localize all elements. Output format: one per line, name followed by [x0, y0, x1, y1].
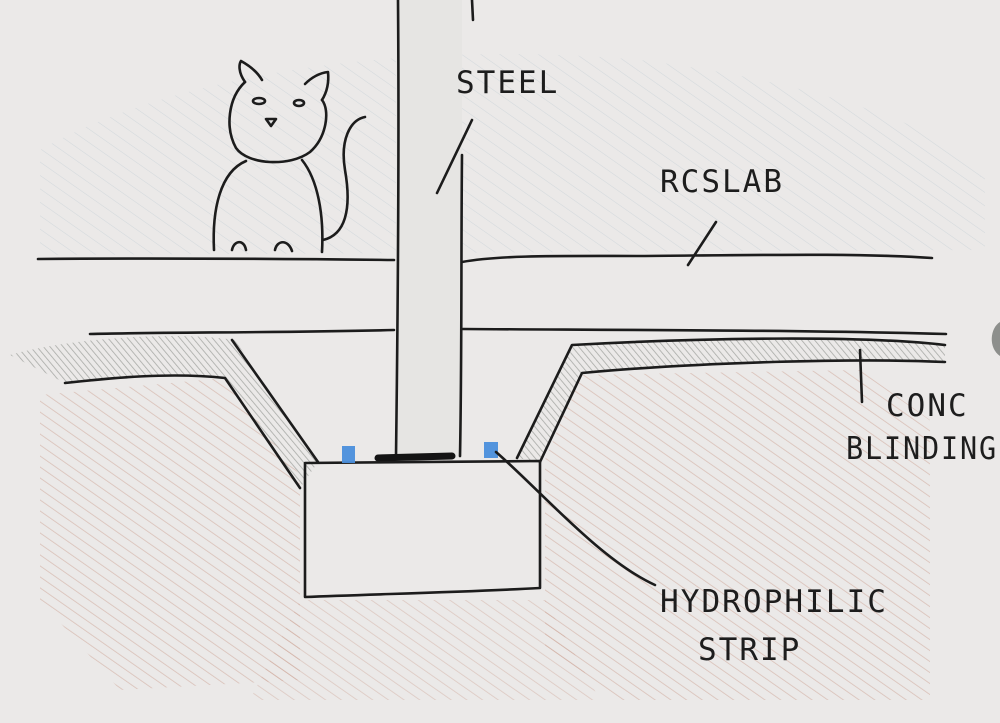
conc-label: CONC	[886, 388, 969, 424]
soil-hatching	[40, 378, 300, 690]
blinding-outline-right	[515, 337, 947, 460]
pad-foundation	[303, 459, 542, 599]
hydrophilic-strip-left	[342, 446, 355, 463]
blinding-outline-left	[63, 374, 302, 490]
background-shading	[40, 54, 985, 255]
rc-slab-leader-line	[686, 220, 718, 267]
rc-slab-top-line	[36, 257, 396, 262]
cat-doodle	[212, 59, 367, 254]
conc-blinding-leader-line	[858, 348, 864, 404]
steel-label: STEEL	[456, 65, 559, 101]
steel-column-top-edge	[470, 0, 475, 22]
soil-hatching-bottom	[250, 600, 600, 700]
hydrophilic-leader-line	[494, 450, 657, 587]
rc-slab-label: RCSLAB	[660, 164, 784, 200]
blinding-outline-right-inner	[538, 359, 947, 464]
hydrophilic-strip-right	[484, 442, 498, 458]
steel-base-plate	[374, 452, 456, 462]
rc-slab-bottom-line-right	[461, 327, 948, 336]
edge-tab	[991, 322, 1000, 356]
hydrophilic-label: HYDROPHILIC	[660, 584, 888, 620]
steel-leader-line	[435, 118, 474, 195]
rc-slab-top-line-right	[460, 253, 934, 264]
concrete-blinding-fill	[10, 335, 318, 488]
steel-column-right-edge	[458, 153, 464, 458]
rc-slab-bottom-line	[88, 328, 396, 336]
blinding-label: BLINDING	[846, 431, 998, 467]
blinding-outline-left-inner	[230, 338, 320, 464]
steel-column-fill	[396, 0, 462, 458]
soil-hatching-right	[545, 370, 930, 700]
steel-column-left-edge	[394, 0, 400, 458]
strip-label: STRIP	[698, 632, 801, 668]
